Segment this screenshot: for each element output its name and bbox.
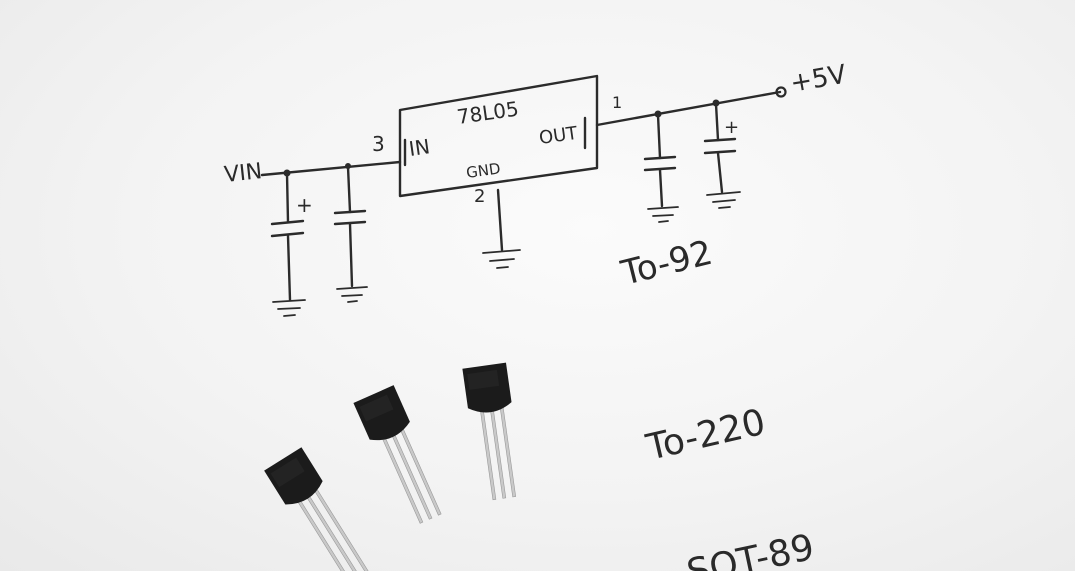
- output-voltage-label: +5V: [788, 60, 849, 99]
- output-terminal: [775, 86, 787, 98]
- ground-symbol: [336, 286, 368, 303]
- output-wire: [595, 90, 782, 127]
- pin-in-number: 3: [372, 132, 385, 156]
- pin-gnd-number: 2: [474, 186, 485, 207]
- to220-label: To-220: [642, 402, 769, 469]
- ground-symbol: [706, 191, 741, 209]
- ground-symbol: [647, 206, 679, 223]
- pin-out-number: 1: [612, 93, 622, 112]
- schematic-drawing: [260, 74, 787, 317]
- pin-in-label: IN: [407, 134, 431, 161]
- regulator-ic-box: [398, 74, 599, 198]
- transistor-3: [462, 362, 517, 501]
- ic-part-number: 78L05: [455, 97, 520, 129]
- input-wire: [260, 160, 402, 177]
- ground-symbol: [272, 299, 306, 317]
- transistor-2: [353, 385, 442, 524]
- schematic-labels: VIN + 3 IN 78L05 OUT GND 2 1 + +5V: [223, 60, 849, 217]
- package-labels: To-92 To-220 SOT-89: [617, 233, 818, 571]
- vin-label: VIN: [223, 159, 263, 188]
- pin-out-label: OUT: [538, 123, 580, 149]
- sot89-label: SOT-89: [683, 527, 817, 571]
- right-cap-plus: +: [724, 117, 739, 138]
- transistor-1: [264, 447, 370, 571]
- to92-label: To-92: [617, 233, 717, 294]
- pin-gnd-label: GND: [465, 159, 502, 182]
- ground-symbol: [482, 249, 521, 269]
- left-cap-plus: +: [296, 193, 313, 217]
